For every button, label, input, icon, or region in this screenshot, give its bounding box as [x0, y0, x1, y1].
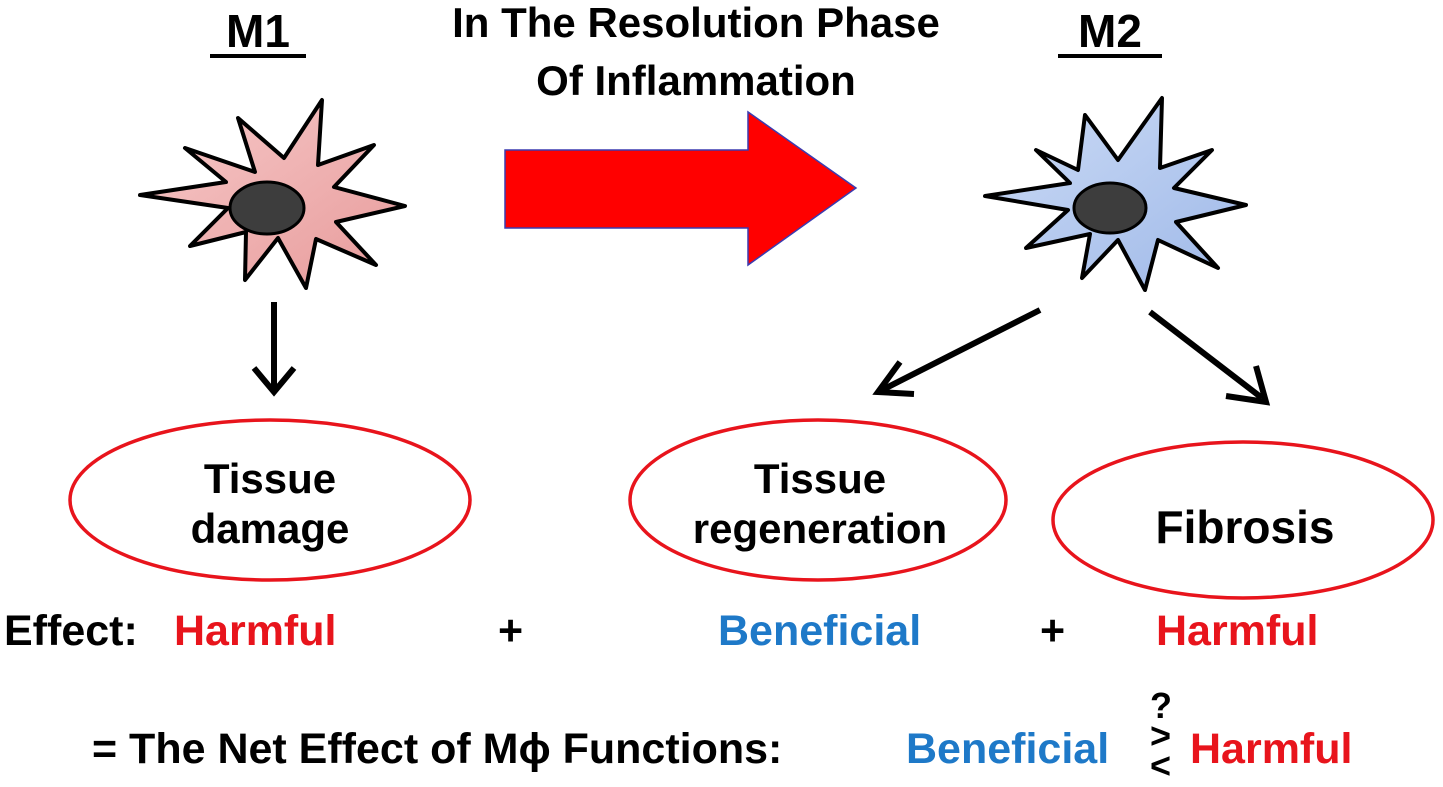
effect-prefix: Effect: [4, 607, 138, 655]
m2-nucleus [1072, 181, 1148, 235]
fibrosis-oval [1051, 440, 1435, 600]
fibrosis-effect-harmful: Harmful [1156, 607, 1319, 655]
m2-fibrosis-arrow [1148, 309, 1271, 406]
tissue-damage-oval [68, 418, 472, 582]
transition-label-line2: Of Inflammation [536, 57, 856, 104]
net-greater-than: > [1150, 715, 1172, 756]
m2-macrophage-cell [983, 96, 1248, 292]
m2-regeneration-arrow [872, 307, 1042, 397]
net-beneficial: Beneficial [906, 725, 1110, 773]
transition-arrow [504, 110, 858, 267]
net-effect-prefix: = The Net Effect of Mϕ Functions: [92, 725, 783, 773]
net-harmful: Harmful [1190, 725, 1353, 773]
tissue-damage-text: Tissue damage [190, 455, 350, 552]
m1-effect-harmful: Harmful [174, 607, 337, 655]
m1-down-arrow [251, 302, 297, 397]
fibrosis-text: Fibrosis [1155, 501, 1335, 553]
m1-macrophage-cell [138, 98, 407, 290]
m2-label: M2 [1078, 5, 1142, 57]
m1-label: M1 [226, 5, 290, 57]
tissue-regeneration-text: Tissue regeneration [692, 455, 948, 552]
effect-plus-2: + [1040, 607, 1066, 655]
effect-plus-1: + [498, 607, 524, 655]
tissue-regeneration-oval [628, 418, 1008, 582]
transition-label-line1: In The Resolution Phase [452, 0, 940, 46]
regeneration-effect-beneficial: Beneficial [718, 607, 922, 655]
m1-nucleus [228, 180, 306, 236]
net-less-than: < [1150, 745, 1172, 786]
net-question-mark: ? [1150, 685, 1172, 726]
